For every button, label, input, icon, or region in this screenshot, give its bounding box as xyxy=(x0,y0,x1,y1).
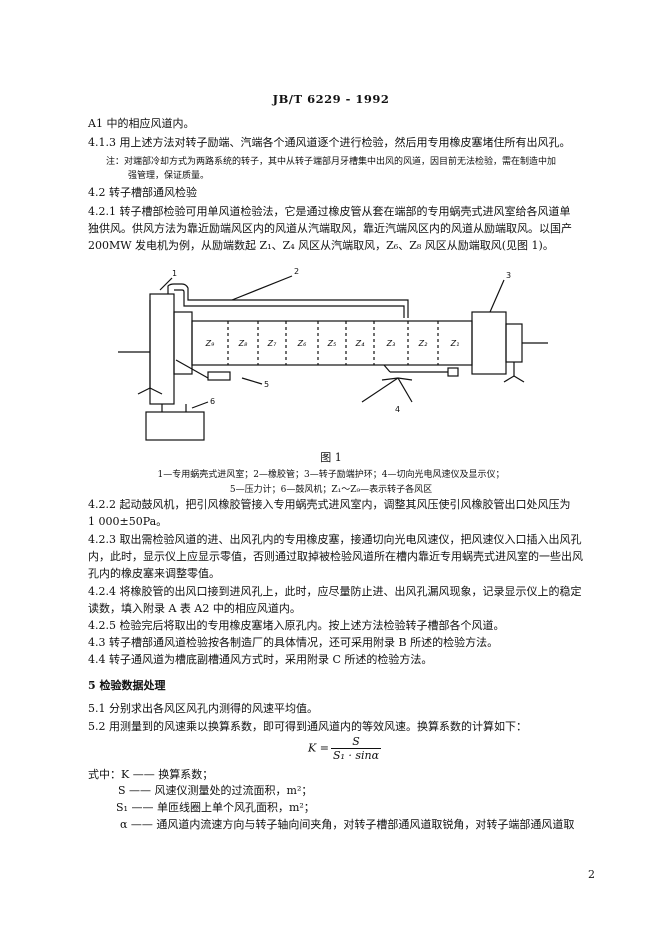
callout-number: 2 xyxy=(294,267,299,276)
text-line: 独供风。供风方法为靠近励端风区内的风道从汽端取风，靠近汽端风区内的风道从励端取风… xyxy=(88,222,572,235)
text-line: A1 中的相应风道内。 xyxy=(88,117,195,130)
text-line: 200MW 发电机为例，从励端数起 Z₁、Z₄ 风区从汽端取风，Z₆、Z₈ 风区… xyxy=(88,239,554,252)
zone-label: Z₇ xyxy=(267,339,277,348)
formula-lhs: K = xyxy=(308,741,329,755)
clause-4-2-2: 4.2.2 起动鼓风机，把引风橡胶管接入专用蜗壳式进风室内，调整其风压使引风橡胶… xyxy=(88,498,571,511)
note-line: 注：对端部冷却方式为两路系统的转子，其中从转子端部月牙槽集中出风的风道，因目前无… xyxy=(106,157,557,167)
zone-label: Z₉ xyxy=(205,339,215,348)
clause-4-4: 4.4 转子通风道为槽底副槽通风方式时，采用附录 C 所述的检验方法。 xyxy=(88,653,433,666)
retaining-ring xyxy=(471,311,507,375)
blower xyxy=(145,411,205,441)
zone-label: Z₂ xyxy=(418,339,428,348)
rubber-hose xyxy=(167,283,409,318)
clause-4-2-1: 4.2.1 转子槽部检验可用单风道检验法，它是通过橡皮管从套在端部的专用蜗壳式进… xyxy=(88,205,571,218)
figure-1-diagram: Z₉ Z₈ Z₇ Z₆ Z₅ Z₄ Z₃ Z₂ Z₁ 1 2 3 4 5 6 xyxy=(118,267,548,441)
definition-line: 式中：K —— 换算系数； xyxy=(88,768,214,781)
zone-label: Z₆ xyxy=(297,339,307,348)
text-line: 读数，填入附录 A 表 A2 中的相应风道内。 xyxy=(88,602,301,615)
callout-number: 3 xyxy=(506,271,511,280)
zone-label: Z₁ xyxy=(450,339,460,348)
velocity-meter xyxy=(447,367,459,377)
callout-number: 4 xyxy=(395,405,400,414)
zone-label: Z₄ xyxy=(355,339,365,348)
section-heading: 4.2 转子槽部通风检验 xyxy=(88,186,197,199)
formula-numerator: S xyxy=(330,735,382,749)
definition-line: α —— 通风道内流速方向与转子轴向间夹角，对转子槽部通风道取锐角，对转子端部通… xyxy=(120,818,575,831)
clause-5-2: 5.2 用测量到的风速乘以换算系数，即可得到通风道内的等效风速。换算系数的计算如… xyxy=(88,720,527,733)
zone-label: Z₃ xyxy=(386,339,396,348)
definition-line: S₁ —— 单匝线圈上单个风孔面积，m²； xyxy=(116,801,315,814)
inlet-chamber xyxy=(149,293,175,405)
section-heading: 5 检验数据处理 xyxy=(88,679,166,692)
callout-number: 6 xyxy=(210,397,215,406)
text-line: 内，此时，显示仪上应显示零值，否则通过取掉被检验风道所在槽内靠近专用蜗壳式进风室… xyxy=(88,550,583,563)
text-line: 孔内的橡皮塞来调整零值。 xyxy=(88,567,220,580)
figure-caption: 5—压力计；6—鼓风机；Z₁～Z₉—表示转子各风区 xyxy=(229,485,433,495)
clause-5-1: 5.1 分别求出各风区风孔内测得的风速平均值。 xyxy=(88,702,318,715)
note-line: 强管理，保证质量。 xyxy=(128,171,210,181)
page-number: 2 xyxy=(588,868,595,881)
clause-4-2-5: 4.2.5 检验完后将取出的专用橡皮塞堵入原孔内。按上述方法检验转子槽部各个风道… xyxy=(88,619,505,632)
definition-line: S —— 风速仪测量处的过流面积，m²； xyxy=(118,784,313,797)
zone-label: Z₈ xyxy=(238,339,248,348)
pressure-gauge xyxy=(207,371,231,381)
page-header: JB/T 6229 - 1992 xyxy=(272,92,390,106)
formula-denominator: S₁ · sinα xyxy=(332,749,380,762)
figure-caption: 1—专用蜗壳式进风室；2—橡胶管；3—转子励端护环；4—切向光电风速仪及显示仪； xyxy=(157,470,505,480)
text-line: 1 000±50Pa。 xyxy=(88,515,168,528)
clause-4-2-3: 4.2.3 取出需检验风道的进、出风孔内的专用橡皮塞，接通切向光电风速仪，把风速… xyxy=(88,533,582,546)
callout-number: 5 xyxy=(264,380,269,389)
clause-4-1-3: 4.1.3 用上述方法对转子励端、汽端各个通风道逐个进行检验，然后用专用橡皮塞堵… xyxy=(88,136,571,149)
zone-label: Z₅ xyxy=(327,339,337,348)
figure-title: 图 1 xyxy=(320,451,342,464)
clause-4-2-4: 4.2.4 将橡胶管的出风口接到进风孔上，此时，应尽量防止进、出风孔漏风现象，记… xyxy=(88,585,582,598)
callout-number: 1 xyxy=(172,269,177,278)
clause-4-3: 4.3 转子槽部通风道检验按各制造厂的具体情况，还可采用附录 B 所述的检验方法… xyxy=(88,636,499,649)
